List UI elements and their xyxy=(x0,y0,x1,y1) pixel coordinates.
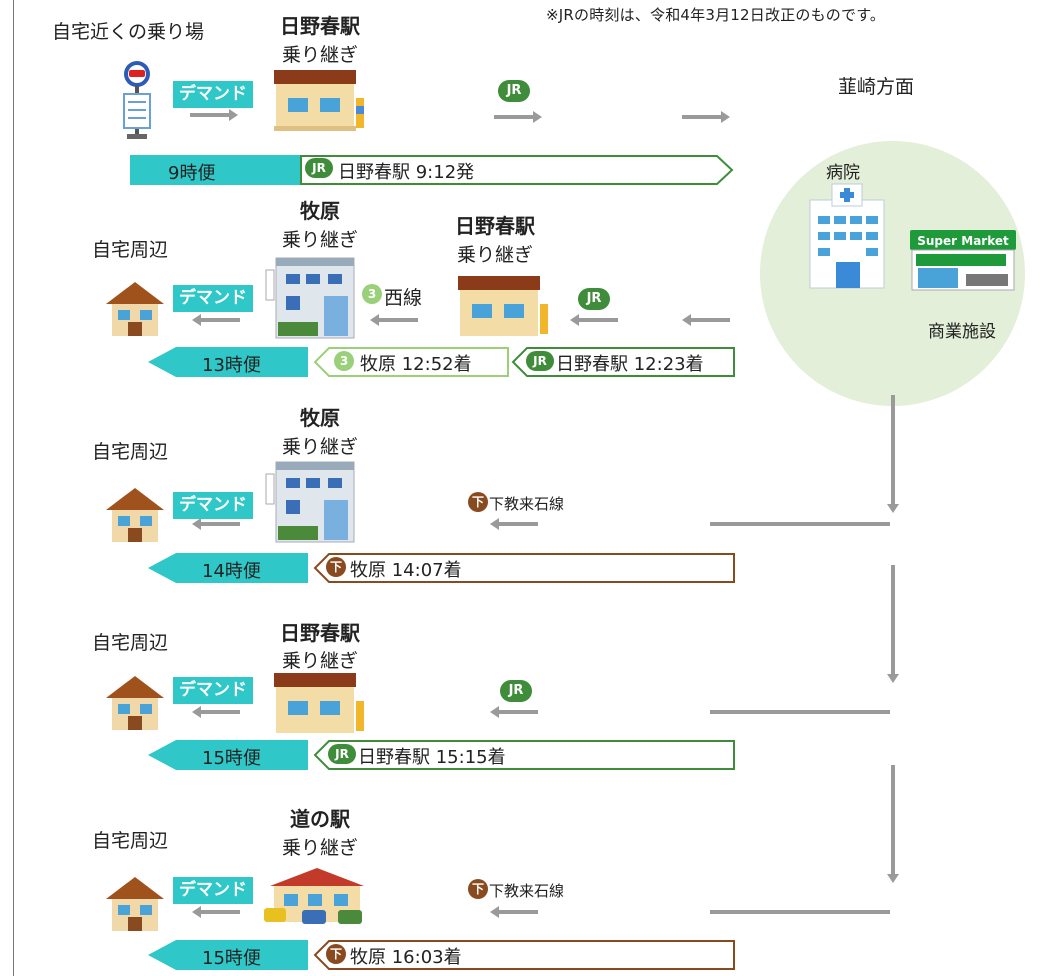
down-arrow xyxy=(887,565,899,683)
jr-logo-icon: JR xyxy=(305,158,333,178)
shimokyoraiishi-line-label: 下教来石線 xyxy=(489,882,565,900)
left-border xyxy=(13,0,14,976)
roadside-station-icon xyxy=(264,868,364,924)
station-building-icon xyxy=(458,276,548,336)
supermarket-sign: Super Market xyxy=(917,234,1009,248)
nishi-line-arrival-box: 3 牧原 12:52着 xyxy=(313,347,510,377)
commercial-facility-label: 商業施設 xyxy=(928,322,996,342)
bus-time-label: 9時便 xyxy=(168,163,216,184)
bus-arrival-box: 下 牧原 16:03着 xyxy=(313,940,736,970)
jr-arrival-box: JR 日野春駅 15:15着 xyxy=(313,740,736,770)
shimokyoraiishi-line-label: 下教来石線 xyxy=(489,495,565,513)
nishi-line-label: 西線 xyxy=(384,287,423,309)
shimokyoraiishi-line-icon: 下 xyxy=(326,944,346,964)
bus-time-label: 13時便 xyxy=(202,355,261,376)
station-building-icon xyxy=(274,70,364,131)
transfer-label: 乗り継ぎ xyxy=(281,229,358,251)
bus-time-bar: 13時便 xyxy=(148,347,308,377)
arrow-left xyxy=(192,706,240,718)
demand-taxi-label: デマンド xyxy=(173,492,253,519)
jr-logo-icon: JR xyxy=(526,351,554,371)
hinoharu-arrival-text: 日野春駅 12:23着 xyxy=(556,354,704,375)
bus-time-label: 15時便 xyxy=(202,748,261,769)
train-departure-box: JR 日野春駅 9:12発 xyxy=(300,155,740,185)
arrow-right xyxy=(190,109,238,121)
shimokyoraiishi-line-icon: 下 xyxy=(468,492,488,512)
house-icon xyxy=(106,282,164,336)
hinoharu-arrival-text: 日野春駅 15:15着 xyxy=(358,747,506,768)
community-building-icon xyxy=(265,257,355,339)
demand-taxi-label: デマンド xyxy=(173,677,253,704)
bus-arrival-box: 下 牧原 14:07着 xyxy=(313,553,736,583)
return-line xyxy=(710,710,890,714)
arrow-left xyxy=(490,518,538,530)
transfer-station-name: 道の駅 xyxy=(290,807,350,831)
house-icon xyxy=(106,488,164,542)
hospital-icon xyxy=(809,183,885,289)
destination-label: 韮崎方面 xyxy=(838,76,915,98)
jr-logo-icon: JR xyxy=(578,288,610,310)
house-icon xyxy=(106,676,164,730)
bus-time-bar: 15時便 xyxy=(148,740,308,770)
makihara-name: 牧原 xyxy=(300,199,340,223)
arrow-right xyxy=(494,111,542,123)
transfer-label: 乗り継ぎ xyxy=(281,436,358,458)
transfer-station-name: 日野春駅 xyxy=(280,14,360,38)
demand-taxi-label: デマンド xyxy=(173,81,253,108)
bus-time-label: 15時便 xyxy=(202,948,261,969)
transfer-label: 乗り継ぎ xyxy=(456,244,533,266)
jr-logo-icon: JR xyxy=(498,80,530,102)
bus-time-label: 14時便 xyxy=(202,561,261,582)
hospital-label: 病院 xyxy=(826,163,860,183)
station-building-icon xyxy=(274,673,364,733)
nishi-line-icon: 3 xyxy=(362,284,382,304)
bus-time-bar: 14時便 xyxy=(148,553,308,583)
transfer-label: 乗り継ぎ xyxy=(281,44,358,66)
jr-logo-icon: JR xyxy=(500,680,532,702)
arrow-left xyxy=(192,518,240,530)
timetable-note: ※JRの時刻は、令和4年3月12日改正のものです。 xyxy=(546,6,886,24)
bus-time-bar: 15時便 xyxy=(148,940,308,970)
arrow-right xyxy=(682,111,730,123)
arrow-left xyxy=(490,706,538,718)
origin-stop-label: 自宅近くの乗り場 xyxy=(52,21,205,43)
arrow-left xyxy=(570,314,618,326)
home-area-label: 自宅周辺 xyxy=(92,441,169,463)
makihara-arrival-text: 牧原 12:52着 xyxy=(360,354,472,375)
return-line xyxy=(710,910,890,914)
arrow-left xyxy=(490,906,538,918)
arrow-left xyxy=(370,314,418,326)
down-arrow xyxy=(887,765,899,883)
bus-time-bar: 9時便 xyxy=(130,155,302,185)
transfer-label: 乗り継ぎ xyxy=(281,650,358,672)
demand-taxi-label: デマンド xyxy=(173,877,253,904)
arrow-left xyxy=(682,314,730,326)
arrow-left xyxy=(192,314,240,326)
bus-stop-icon xyxy=(123,61,151,139)
makihara-arrival-text: 牧原 14:07着 xyxy=(350,560,462,581)
shimokyoraiishi-line-icon: 下 xyxy=(468,879,488,899)
down-arrow xyxy=(887,395,899,513)
home-area-label: 自宅周辺 xyxy=(92,239,169,261)
home-area-label: 自宅周辺 xyxy=(92,632,169,654)
house-icon xyxy=(106,877,164,931)
home-area-label: 自宅周辺 xyxy=(92,830,169,852)
supermarket-icon: Super Market xyxy=(910,230,1016,291)
demand-taxi-label: デマンド xyxy=(173,285,253,312)
shimokyoraiishi-line-icon: 下 xyxy=(326,557,346,577)
nishi-line-icon: 3 xyxy=(334,351,354,371)
transfer-station-name: 牧原 xyxy=(300,406,340,430)
hinoharu-name: 日野春駅 xyxy=(455,214,535,238)
transfer-label: 乗り継ぎ xyxy=(281,837,358,859)
community-building-icon xyxy=(265,461,355,543)
train-departure-text: 日野春駅 9:12発 xyxy=(338,162,475,183)
transfer-station-name: 日野春駅 xyxy=(280,621,360,645)
return-line xyxy=(710,522,890,526)
jr-logo-icon: JR xyxy=(328,744,356,764)
jr-arrival-box: JR 日野春駅 12:23着 xyxy=(511,347,736,377)
arrow-left xyxy=(192,906,240,918)
makihara-arrival-text: 牧原 16:03着 xyxy=(350,947,462,968)
